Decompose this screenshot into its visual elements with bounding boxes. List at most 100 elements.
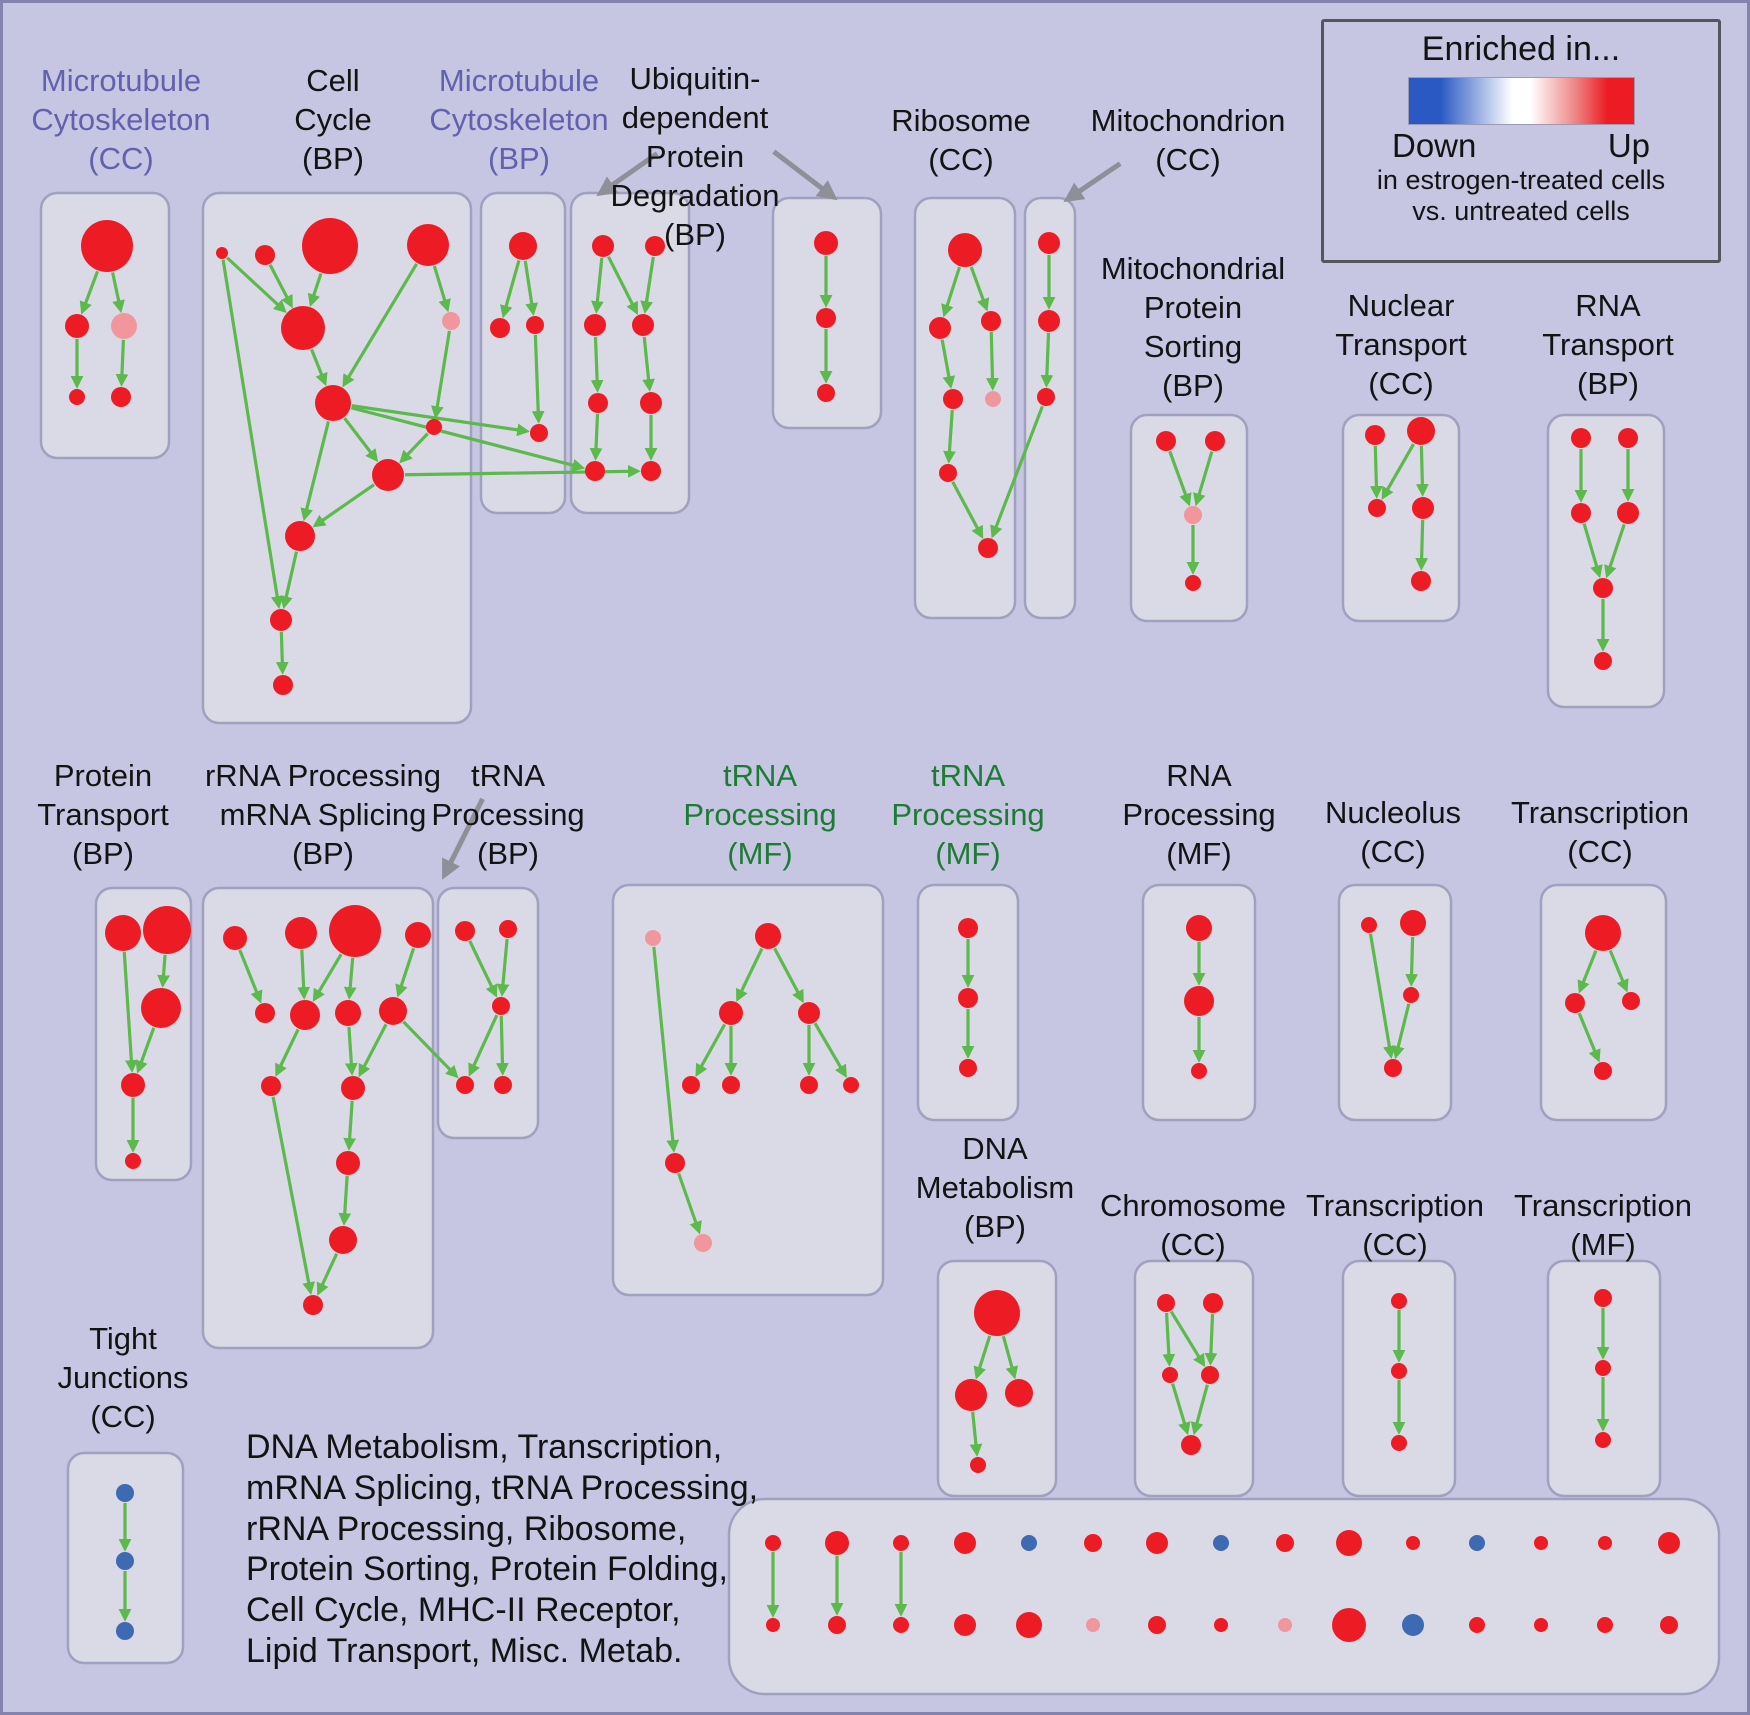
edge-arrow — [1204, 1313, 1218, 1366]
go-term-node — [1598, 1536, 1612, 1550]
go-term-node — [1617, 502, 1639, 524]
edge-arrow — [1415, 519, 1429, 571]
go-term-node — [442, 312, 460, 330]
go-term-node — [1618, 428, 1638, 448]
go-term-node — [1021, 1535, 1037, 1551]
go-term-node — [285, 917, 317, 949]
go-term-node — [302, 218, 358, 274]
go-term-node — [116, 1552, 134, 1570]
edge-arrow — [940, 339, 956, 390]
go-term-node — [143, 906, 191, 954]
go-term-node — [490, 318, 510, 338]
edge-arrow — [1582, 523, 1603, 579]
go-term-node — [141, 988, 181, 1028]
go-term-node — [682, 1076, 700, 1094]
go-term-node — [261, 1076, 281, 1096]
cluster-box-trna-processing-bp — [436, 886, 540, 1140]
cluster-label-protein-transport-bp: Protein Transport (BP) — [37, 758, 169, 872]
go-term-node — [978, 538, 998, 558]
ubiquitin-left-arrow — [596, 151, 659, 197]
go-term-node — [1276, 1534, 1294, 1552]
edge-arrow — [310, 348, 328, 387]
edge-arrow — [652, 946, 680, 1153]
edge-arrow — [135, 1027, 156, 1074]
edge-arrow — [1405, 936, 1418, 987]
go-term-node — [281, 306, 325, 350]
edge-arrow — [1381, 443, 1415, 501]
go-term-node — [1534, 1536, 1548, 1550]
go-term-node — [640, 392, 662, 414]
go-term-node — [1406, 1536, 1420, 1550]
edge-arrow — [943, 409, 956, 464]
edge-arrow — [1415, 445, 1429, 497]
cluster-label-ubiquitin-degradation-bp-a: Ubiquitin- dependent Protein Degradation… — [610, 61, 780, 253]
cluster-box-transcription-cc-a — [1539, 883, 1668, 1122]
edge-arrow — [343, 1100, 357, 1151]
cluster-label-transcription-mf: Transcription (MF) — [1513, 1188, 1693, 1263]
go-term-node — [943, 389, 963, 409]
go-term-node — [116, 1484, 134, 1502]
go-term-node — [407, 224, 449, 266]
go-term-node — [1565, 993, 1585, 1013]
edge-arrow — [642, 336, 655, 392]
edge-arrow — [297, 949, 311, 1000]
edge-arrow — [1193, 451, 1214, 507]
go-term-node — [530, 424, 548, 442]
go-term-node — [1594, 652, 1612, 670]
go-term-node — [341, 1076, 365, 1100]
go-term-node — [800, 1076, 818, 1094]
edge-arrow — [1608, 949, 1629, 993]
go-term-node — [755, 923, 781, 949]
go-term-node — [1384, 1059, 1402, 1077]
go-term-node — [1037, 388, 1055, 406]
go-term-node — [1156, 431, 1176, 451]
go-term-node — [111, 313, 137, 339]
go-term-node — [1213, 1535, 1229, 1551]
edge-arrow — [238, 949, 263, 1004]
edge-arrow — [432, 265, 451, 313]
go-term-node — [981, 311, 1001, 331]
go-term-node — [1186, 915, 1212, 941]
edge-arrow — [736, 947, 764, 1003]
go-term-node — [1368, 499, 1386, 517]
cluster-label-rrna-processing-mrna-splicing-bp: rRNA Processing mRNA Splicing (BP) — [204, 758, 442, 872]
go-term-node — [335, 1000, 361, 1026]
go-term-node — [1038, 232, 1060, 254]
go-term-node — [1412, 497, 1434, 519]
cluster-box-chromosome-cc — [1133, 1259, 1255, 1498]
go-term-node — [1571, 503, 1591, 523]
go-term-node — [1407, 417, 1435, 445]
go-term-node — [1038, 310, 1060, 332]
go-term-node — [955, 1379, 987, 1411]
cross-edge-arrow — [351, 404, 530, 437]
edge-arrow — [969, 1411, 983, 1457]
edge-arrow — [221, 259, 284, 609]
go-term-node — [959, 1059, 977, 1077]
cluster-label-mito-protein-sorting-bp: Mitochondrial Protein Sorting (BP) — [1100, 251, 1286, 404]
misc-cluster-caption: DNA Metabolism, Transcription, mRNA Spli… — [246, 1428, 759, 1670]
go-term-node — [216, 247, 228, 259]
go-term-node — [694, 1234, 712, 1252]
go-term-node — [1622, 992, 1640, 1010]
go-term-node — [125, 1153, 141, 1169]
go-term-node — [1660, 1616, 1678, 1634]
go-term-node — [825, 1531, 849, 1555]
edge-arrow — [157, 954, 170, 988]
go-term-node — [765, 1535, 781, 1551]
cluster-label-mt-cytoskeleton-bp: Microtubule Cytoskeleton (BP) — [429, 63, 609, 177]
go-term-node — [1205, 431, 1225, 451]
go-term-node — [1146, 1532, 1168, 1554]
cluster-box-ribosome-cc — [913, 196, 1017, 620]
go-term-node — [455, 921, 475, 941]
go-term-node — [1365, 425, 1385, 445]
edge-arrow — [1040, 332, 1054, 388]
cluster-box-trna-processing-mf-a — [611, 883, 885, 1297]
legend-title: Enriched in... — [1421, 30, 1621, 68]
edge-arrow — [589, 413, 603, 461]
go-term-node — [1571, 428, 1591, 448]
cluster-label-dna-metabolism-bp: DNA Metabolism (BP) — [915, 1131, 1075, 1245]
go-term-node — [255, 1003, 275, 1023]
edge-arrow — [951, 481, 984, 540]
edge-arrow — [1162, 1312, 1176, 1367]
go-term-node — [970, 1457, 986, 1473]
